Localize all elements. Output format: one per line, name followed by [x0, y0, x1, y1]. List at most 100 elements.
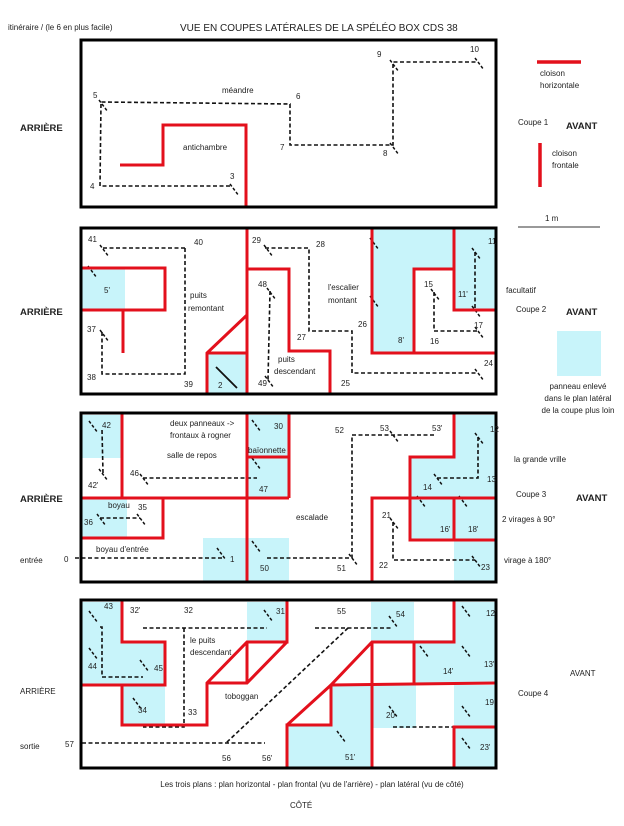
section-frame-4: [79, 598, 498, 770]
point-label: 1: [230, 555, 235, 564]
partition-wall: [285, 683, 333, 727]
itinerary-path: [99, 61, 478, 187]
point-label: 38: [87, 373, 96, 382]
point-label: 11': [458, 290, 468, 299]
point-label: 53: [380, 424, 389, 433]
point-label: 44: [88, 662, 97, 671]
direction-tick: [251, 540, 262, 554]
point-label: 21: [382, 511, 391, 520]
direction-tick: [474, 57, 485, 71]
point-label: 3: [230, 172, 235, 181]
point-label: 23: [481, 563, 490, 572]
itinerary-path: [267, 290, 271, 381]
point-label: 55: [337, 607, 346, 616]
point-label: 13': [484, 660, 495, 669]
point-label: boyau d'entrée: [96, 545, 149, 554]
point-label: 27: [297, 333, 306, 342]
partition-wall: [452, 269, 496, 312]
point-label: 30: [274, 422, 283, 431]
legend-frontal-label-2: frontale: [552, 161, 579, 170]
direction-tick: [136, 513, 147, 527]
direction-tick: [216, 547, 227, 561]
exit-label: sortie: [20, 742, 40, 751]
point-label: 52: [335, 426, 344, 435]
front-label-4: AVANT: [570, 669, 596, 678]
point-label: 5: [93, 91, 98, 100]
removed-panel: [82, 268, 125, 310]
point-label: 54: [396, 610, 405, 619]
front-label-2: AVANT: [566, 307, 598, 318]
direction-tick: [389, 430, 400, 444]
point-label: 2: [218, 381, 223, 390]
direction-tick: [389, 59, 400, 73]
itinerary-path: [101, 248, 186, 375]
coupe-label-2: Coupe 2: [516, 305, 547, 314]
partition-wall: [247, 267, 332, 394]
point-label: 42': [88, 481, 99, 490]
legend-removed-label-2: dans le plan latéral: [544, 394, 611, 403]
direction-tick: [88, 647, 99, 661]
direction-tick: [266, 287, 277, 301]
removed-panel: [287, 725, 331, 767]
point-label: 48: [258, 280, 267, 289]
direction-tick: [96, 513, 107, 527]
removed-panel: [122, 642, 165, 685]
point-label: 53': [432, 424, 443, 433]
point-label: 14': [443, 667, 454, 676]
point-label: 29: [252, 236, 261, 245]
removed-panel: [247, 602, 287, 642]
removed-panel: [331, 685, 372, 767]
point-label: 22: [379, 561, 388, 570]
partition-wall: [412, 227, 456, 353]
itinerary-path: [101, 429, 104, 474]
direction-tick: [471, 247, 482, 261]
rear-label-2: ARRIÈRE: [20, 307, 63, 318]
removed-panel: [454, 415, 496, 498]
side-view-label: CÔTÉ: [290, 801, 312, 810]
point-label: 12': [486, 609, 497, 618]
point-label: le puits: [190, 636, 215, 645]
removed-panel: [247, 538, 289, 581]
point-label: 5': [104, 286, 110, 295]
direction-tick: [474, 368, 485, 382]
direction-tick: [139, 473, 150, 487]
point-label: 39: [184, 380, 193, 389]
direction-tick: [263, 244, 274, 258]
point-label: salle de repos: [167, 451, 217, 460]
point-label: 49: [258, 379, 267, 388]
point-label: toboggan: [225, 692, 258, 701]
point-label: l'escalier: [328, 283, 359, 292]
direction-tick: [419, 645, 430, 659]
removed-panel: [207, 353, 247, 394]
direction-tick: [264, 375, 275, 389]
section-frame-2: [79, 226, 498, 396]
point-label: 16: [430, 337, 439, 346]
removed-panel: [203, 538, 247, 581]
point-label: 18': [468, 525, 479, 534]
direction-tick: [388, 615, 399, 629]
direction-tick: [99, 244, 110, 258]
point-label: 15: [424, 280, 433, 289]
point-label: 36: [84, 518, 93, 527]
legend-removed-panel-swatch: [557, 331, 601, 376]
point-label: 46: [130, 469, 139, 478]
itinerary-note: itinéraire / (le 6 en plus facile): [8, 23, 113, 32]
point-label: 23': [480, 743, 491, 752]
point-label: 7: [280, 143, 285, 152]
point-label: 50: [260, 564, 269, 573]
itinerary-path: [433, 292, 478, 332]
itinerary-path: [143, 628, 185, 728]
itinerary-path: [437, 437, 479, 479]
point-label: 51': [345, 753, 356, 762]
front-label-3: AVANT: [576, 493, 608, 504]
point-label: antichambre: [183, 143, 228, 152]
note-grande-vrille: la grande vrille: [514, 455, 567, 464]
removed-panel: [454, 727, 496, 768]
point-label: 56': [262, 754, 273, 763]
direction-tick: [461, 737, 472, 751]
note-two-turns: 2 virages à 90°: [502, 515, 555, 524]
point-label: 45: [154, 664, 163, 673]
front-label-1: AVANT: [566, 121, 598, 132]
note-u-turn: virage à 180°: [504, 556, 551, 565]
point-label: 26: [358, 320, 367, 329]
